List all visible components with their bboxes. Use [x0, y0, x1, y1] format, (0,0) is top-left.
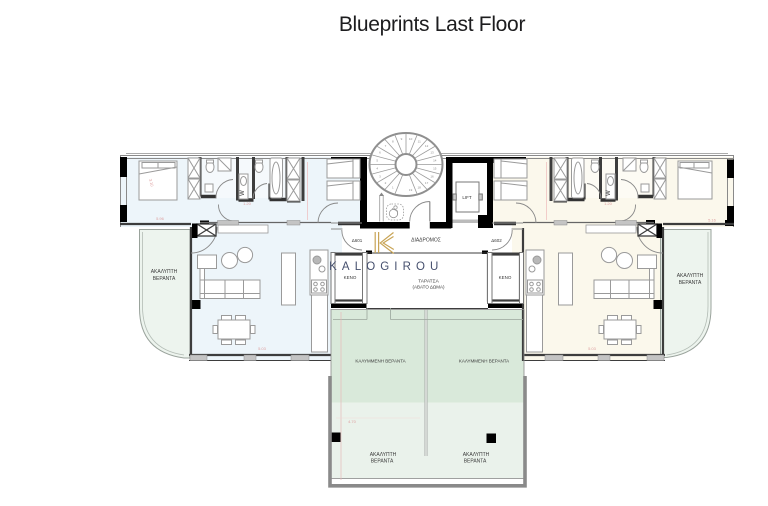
svg-text:W: W [606, 190, 612, 196]
svg-text:6: 6 [379, 151, 381, 155]
svg-text:11: 11 [418, 139, 421, 143]
svg-text:13: 13 [430, 151, 434, 155]
svg-text:9: 9 [401, 137, 403, 141]
svg-text:4: 4 [376, 167, 378, 171]
svg-text:(ΑΒΑΤΟ ΔΩΜΑ): (ΑΒΑΤΟ ΔΩΜΑ) [413, 285, 445, 290]
svg-text:ΚΑΛΥΜΜΕΝΗ ΒΕΡΑΝΤΑ: ΚΑΛΥΜΜΕΝΗ ΒΕΡΑΝΤΑ [355, 358, 405, 363]
svg-text:2: 2 [385, 181, 387, 185]
svg-text:Δ602: Δ602 [491, 238, 502, 243]
svg-text:ΑΚΑΛΥΠΤΗ: ΑΚΑΛΥΠΤΗ [677, 273, 704, 279]
svg-text:3.10: 3.10 [148, 178, 155, 188]
svg-text:17: 17 [425, 181, 429, 185]
svg-text:1: 1 [392, 186, 394, 190]
svg-text:ΤΑΡΑΤΣΑ: ΤΑΡΑΤΣΑ [418, 278, 439, 284]
svg-text:18: 18 [418, 186, 422, 190]
svg-text:14: 14 [433, 158, 437, 162]
svg-text:ΔΙΑΔΡΟΜΟΣ: ΔΙΑΔΡΟΜΟΣ [411, 238, 441, 244]
svg-text:16: 16 [430, 174, 434, 178]
svg-text:5.16: 5.16 [708, 218, 717, 223]
svg-text:KALOGIROU: KALOGIROU [329, 261, 443, 273]
svg-text:LIFT: LIFT [462, 195, 472, 200]
svg-text:ΑΚΑΛΥΠΤΗ: ΑΚΑΛΥΠΤΗ [151, 269, 178, 275]
svg-text:5.96: 5.96 [156, 216, 165, 221]
svg-text:ΚΕΝΟ: ΚΕΝΟ [344, 275, 357, 280]
svg-text:7: 7 [385, 144, 387, 148]
svg-text:ΚΑΛΥΜΜΕΝΗ ΒΕΡΑΝΤΑ: ΚΑΛΥΜΜΕΝΗ ΒΕΡΑΝΤΑ [459, 358, 509, 363]
svg-text:ΒΕΡΑΝΤΑ: ΒΕΡΑΝΤΑ [153, 276, 176, 282]
svg-text:ΚΕΝΟ: ΚΕΝΟ [499, 275, 512, 280]
svg-text:1.20: 1.20 [243, 201, 252, 206]
svg-text:1.20: 1.20 [604, 201, 613, 206]
svg-text:10: 10 [409, 137, 413, 141]
svg-text:4.70: 4.70 [348, 419, 357, 424]
svg-text:ΒΕΡΑΝΤΑ: ΒΕΡΑΝΤΑ [371, 459, 394, 465]
svg-text:ΒΕΡΑΝΤΑ: ΒΕΡΑΝΤΑ [679, 280, 702, 286]
svg-text:ΒΕΡΑΝΤΑ: ΒΕΡΑΝΤΑ [464, 459, 487, 465]
svg-text:ΑΚΑΛΥΠΤΗ: ΑΚΑΛΥΠΤΗ [463, 452, 490, 458]
svg-text:5.03: 5.03 [588, 346, 597, 351]
svg-text:5.03: 5.03 [258, 346, 267, 351]
svg-text:19: 19 [409, 188, 413, 192]
svg-text:3: 3 [379, 174, 381, 178]
svg-text:15: 15 [433, 167, 437, 171]
svg-text:ΑΚΑΛΥΠΤΗ: ΑΚΑΛΥΠΤΗ [370, 452, 397, 458]
svg-text:8: 8 [392, 139, 394, 143]
svg-text:5: 5 [376, 158, 378, 162]
svg-text:Δ601: Δ601 [352, 238, 363, 243]
svg-text:12: 12 [425, 144, 429, 148]
svg-text:W: W [240, 190, 246, 196]
